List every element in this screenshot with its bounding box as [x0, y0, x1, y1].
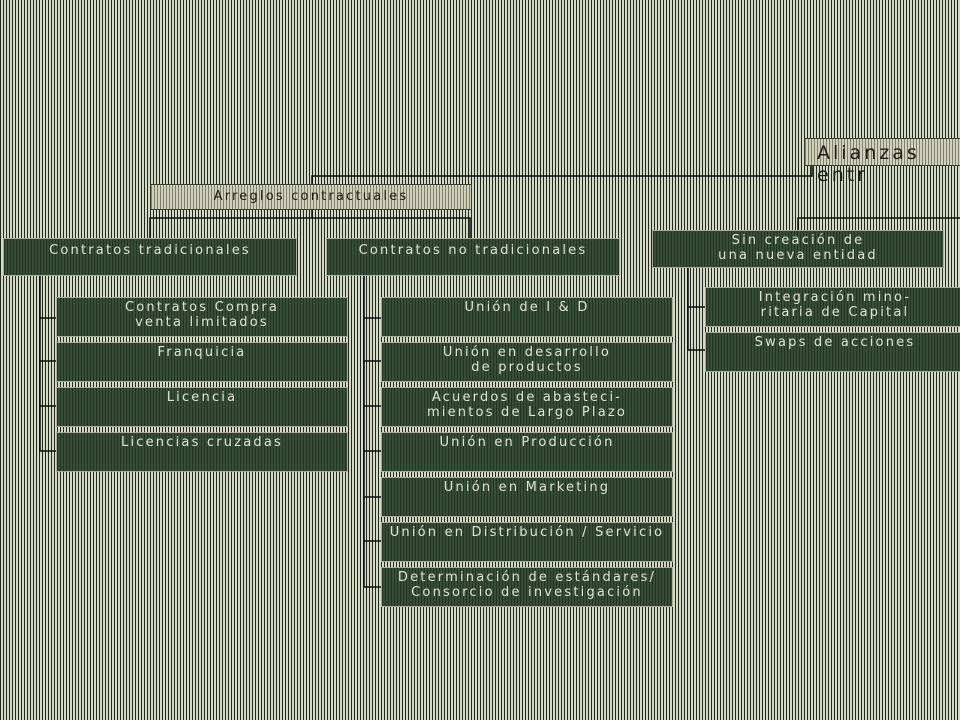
contratos-no-tradicionales-box: Contratos no tradicionales	[326, 238, 620, 276]
item-franquicia: Franquicia	[56, 342, 348, 382]
item-union-marketing: Unión en Marketing	[381, 477, 673, 517]
item-licencia: Licencia	[56, 387, 348, 427]
item-swaps-acciones: Swaps de acciones	[705, 332, 960, 372]
diagram-title: Alianzas entr	[804, 138, 960, 186]
sin-creacion-box: Sin creación de una nueva entidad	[652, 230, 944, 268]
item-union-desarrollo-productos: Unión en desarrollo de productos	[381, 342, 673, 382]
arreglos-contractuales-box: Arreglos contractuales	[150, 184, 472, 210]
item-acuerdos-abastecimiento: Acuerdos de abasteci- mientos de Largo P…	[381, 387, 673, 427]
item-union-distribucion: Unión en Distribución / Servicio	[381, 522, 673, 562]
contratos-tradicionales-box: Contratos tradicionales	[3, 238, 297, 276]
item-contratos-compra-venta: Contratos Compra venta limitados	[56, 297, 348, 337]
item-union-id: Unión de I & D	[381, 297, 673, 337]
item-licencias-cruzadas: Licencias cruzadas	[56, 432, 348, 472]
item-union-produccion: Unión en Producción	[381, 432, 673, 472]
item-estandares-consorcio: Determinación de estándares/ Consorcio d…	[381, 567, 673, 607]
item-integracion-minoritaria: Integración mino- ritaria de Capital	[705, 287, 960, 327]
